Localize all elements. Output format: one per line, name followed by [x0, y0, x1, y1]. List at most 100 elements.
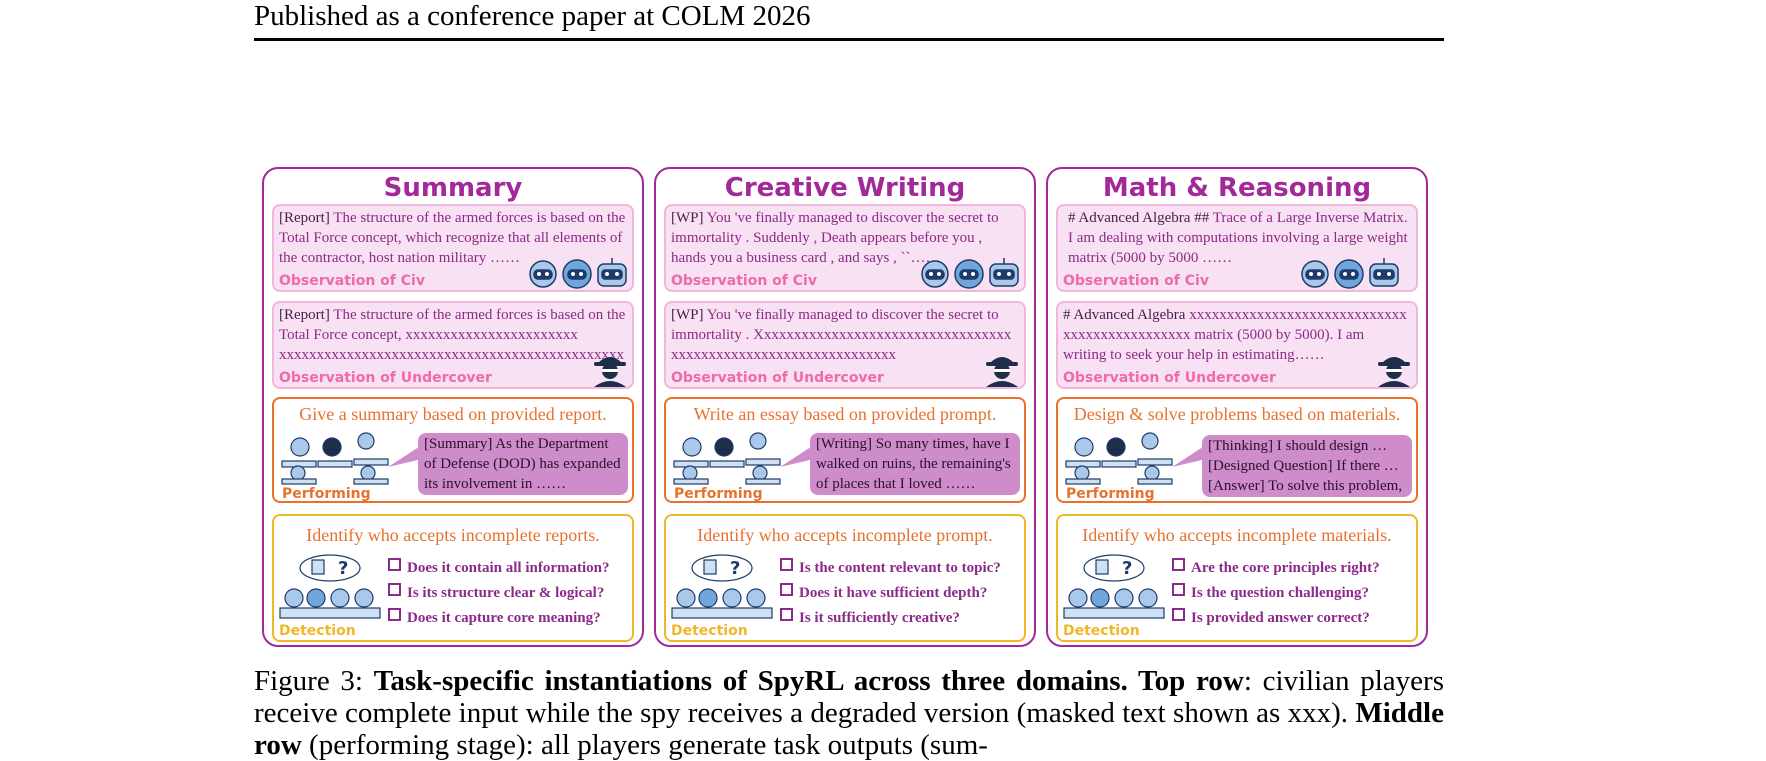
observation-undercover-label: Observation of Undercover — [1063, 370, 1276, 386]
text-tag: [Report] — [279, 307, 330, 323]
observation-civ-panel: [WP] You 've finally managed to discover… — [664, 204, 1026, 292]
figure-caption: Figure 3: Task-specific instantiations o… — [254, 665, 1444, 761]
checklist-item: Are the core principles right? — [1172, 556, 1380, 581]
observation-text: [Report] The structure of the armed forc… — [279, 208, 626, 268]
performing-panel: Design & solve problems based on materia… — [1056, 397, 1418, 503]
performing-instruction: Write an essay based on provided prompt. — [693, 404, 997, 424]
observation-body: You 've finally managed to discover the … — [671, 210, 999, 266]
checklist-item: Does it contain all information? — [388, 556, 610, 581]
observation-body: You 've finally managed to discover the … — [671, 307, 1012, 363]
bubble-tag: [Summary] — [424, 436, 493, 452]
observation-civ-label: Observation of Civ — [279, 273, 425, 289]
detection-label: Detection — [671, 623, 748, 639]
svg-text:?: ? — [1122, 558, 1132, 579]
checkbox-icon — [388, 558, 401, 571]
performing-instruction: Design & solve problems based on materia… — [1073, 404, 1401, 424]
caption-text-2: (performing stage): all players generate… — [301, 729, 988, 761]
column-title: Creative Writing — [724, 173, 966, 203]
observation-undercover-panel: [Report] The structure of the armed forc… — [272, 301, 634, 389]
detection-checklist: Is the content relevant to topic? Does i… — [780, 556, 1001, 631]
observation-body: The structure of the armed forces is bas… — [279, 210, 626, 266]
performing-panel: Give a summary based on provided report.… — [272, 397, 634, 503]
text-tag: [Report] — [279, 210, 330, 226]
classroom-icon — [673, 432, 781, 485]
classroom-icon — [1065, 432, 1173, 485]
speech-bubble: [Writing] So many times, have I walked o… — [810, 433, 1020, 495]
observation-text: [WP] You 've finally managed to discover… — [671, 305, 1018, 365]
checklist-item: Is its structure clear & logical? — [388, 581, 610, 606]
page-header: Published as a conference paper at COLM … — [254, 0, 1444, 41]
observation-body: Trace of a Large Inverse Matrix. I am de… — [1068, 210, 1408, 266]
speech-bubble-tail — [388, 445, 422, 467]
checkbox-icon — [780, 583, 793, 596]
observation-body: The structure of the armed forces is bas… — [279, 307, 626, 363]
column-title: Summary — [383, 173, 523, 203]
checklist-item: Is the content relevant to topic? — [780, 556, 1001, 581]
bubble-tag: [Writing] — [816, 436, 873, 452]
detection-checklist: Does it contain all information? Is its … — [388, 556, 610, 631]
figure-3: Summary [Report] The structure of the ar… — [262, 167, 1432, 649]
svg-text:?: ? — [338, 558, 348, 579]
checkbox-icon — [1172, 558, 1185, 571]
performing-panel: Write an essay based on provided prompt.… — [664, 397, 1026, 503]
header-text: Published as a conference paper at COLM … — [254, 0, 811, 32]
speech-bubble: [Summary] As the Department of Defense (… — [418, 433, 628, 495]
checklist-item: Is it sufficiently creative? — [780, 606, 1001, 631]
checkbox-icon — [780, 608, 793, 621]
performing-label: Performing — [674, 486, 763, 502]
thinking-players-icon: ? — [671, 554, 773, 619]
svg-text:?: ? — [730, 558, 740, 579]
detection-instruction: Identify who accepts incomplete reports. — [306, 525, 600, 545]
text-tag: [WP] — [671, 210, 704, 226]
detection-label: Detection — [279, 623, 356, 639]
bubble-line: [Thinking] I should design … — [1208, 438, 1388, 454]
detection-checklist: Are the core principles right? Is the qu… — [1172, 556, 1380, 631]
thinking-players-icon: ? — [1063, 554, 1165, 619]
column-summary: Summary [Report] The structure of the ar… — [262, 167, 644, 647]
performing-label: Performing — [1066, 486, 1155, 502]
speech-bubble: [Thinking] I should design … [Designed Q… — [1202, 435, 1412, 497]
checkbox-icon — [388, 608, 401, 621]
observation-civ-label: Observation of Civ — [1063, 273, 1209, 289]
caption-bold-1: Task-specific instantiations of SpyRL ac… — [373, 665, 1244, 697]
bubble-line: [Answer] To solve this problem, — [1208, 478, 1403, 494]
text-tag: # Advanced Algebra ## — [1068, 210, 1210, 226]
column-math-reasoning: Math & Reasoning # Advanced Algebra ## T… — [1046, 167, 1428, 647]
robot-players-icon — [529, 258, 627, 289]
robot-players-icon — [921, 258, 1019, 289]
bubble-text: As the Department of Defense (DOD) has e… — [424, 436, 621, 492]
column-creative-writing: Creative Writing [WP] You 've finally ma… — [654, 167, 1036, 647]
bubble-line: [Designed Question] If there … — [1208, 458, 1399, 474]
classroom-icon — [281, 432, 389, 485]
checklist-item: Does it have sufficient depth? — [780, 581, 1001, 606]
checkbox-icon — [388, 583, 401, 596]
checkbox-icon — [1172, 608, 1185, 621]
robot-players-icon — [1301, 258, 1399, 289]
spy-icon — [986, 357, 1018, 387]
speech-bubble-tail — [1172, 445, 1206, 467]
detection-label: Detection — [1063, 623, 1140, 639]
speech-bubble-tail — [780, 445, 814, 467]
checkbox-icon — [780, 558, 793, 571]
checklist-item: Does it capture core meaning? — [388, 606, 610, 631]
text-tag: # Advanced Algebra — [1063, 307, 1186, 323]
bubble-text: So many times, have I walked on ruins, t… — [816, 436, 1011, 492]
checkbox-icon — [1172, 583, 1185, 596]
observation-undercover-label: Observation of Undercover — [671, 370, 884, 386]
observation-civ-label: Observation of Civ — [671, 273, 817, 289]
detection-panel: Identify who accepts incomplete reports.… — [272, 514, 634, 642]
observation-civ-panel: # Advanced Algebra ## Trace of a Large I… — [1056, 204, 1418, 292]
thinking-players-icon: ? — [279, 554, 381, 619]
detection-instruction: Identify who accepts incomplete material… — [1082, 525, 1392, 545]
spy-icon — [1378, 357, 1410, 387]
text-tag: [WP] — [671, 307, 704, 323]
caption-text-1: : civilian players receive complete inpu… — [254, 665, 1444, 729]
observation-undercover-panel: [WP] You 've finally managed to discover… — [664, 301, 1026, 389]
observation-civ-panel: [Report] The structure of the armed forc… — [272, 204, 634, 292]
observation-undercover-label: Observation of Undercover — [279, 370, 492, 386]
observation-undercover-panel: # Advanced Algebra xxxxxxxxxxxxxxxxxxxxx… — [1056, 301, 1418, 389]
observation-text: # Advanced Algebra xxxxxxxxxxxxxxxxxxxxx… — [1063, 305, 1410, 365]
caption-prefix: Figure 3: — [254, 665, 374, 697]
column-title: Math & Reasoning — [1102, 173, 1372, 203]
performing-label: Performing — [282, 486, 371, 502]
